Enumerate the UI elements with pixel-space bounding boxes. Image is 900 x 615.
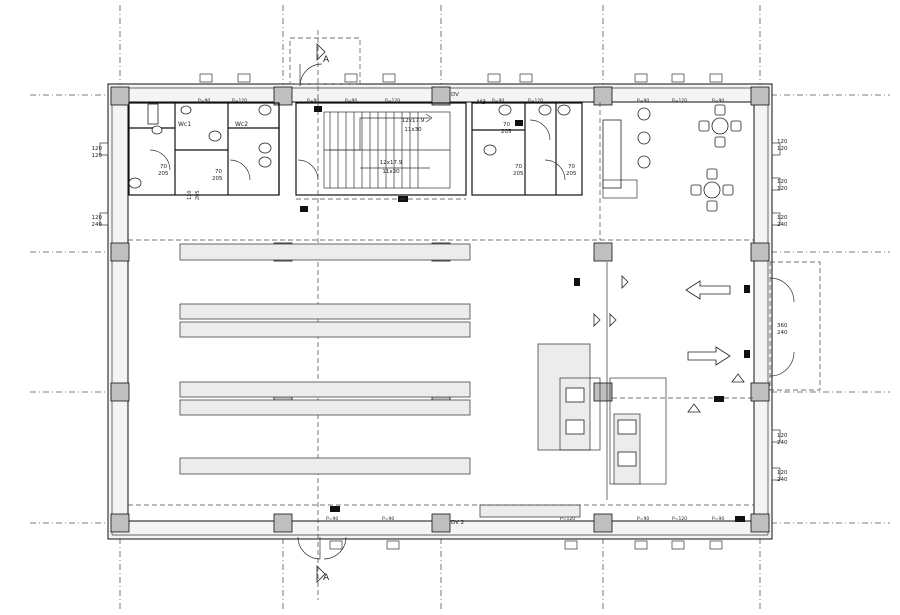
window-tag: P=90 bbox=[382, 516, 394, 522]
chair-icon bbox=[714, 136, 726, 148]
dim-left-a-bottom: 120 bbox=[92, 153, 103, 159]
cash-register-icon bbox=[617, 451, 637, 467]
wc-label-1: Wc1 bbox=[178, 121, 191, 128]
arrow-left-icon bbox=[685, 280, 731, 300]
arrow-right-icon bbox=[687, 346, 731, 366]
window-tag: P=90 bbox=[712, 516, 724, 522]
chair-icon bbox=[722, 184, 734, 196]
dim-right-c-top: 360 bbox=[777, 323, 788, 329]
window-tag: P=90 bbox=[637, 516, 649, 522]
door-dim-d2-bottom: 205 bbox=[212, 176, 223, 182]
shelving bbox=[179, 243, 581, 518]
dim-right-b3-top: 120 bbox=[777, 470, 788, 476]
table-icon bbox=[711, 117, 729, 135]
dim-right-b-top: 120 bbox=[777, 215, 788, 221]
dim-right-a-top: 120 bbox=[777, 139, 788, 145]
door-dim-d2-top: 70 bbox=[215, 169, 222, 175]
door-dim-d3-bottom: 205 bbox=[195, 190, 201, 200]
wc-label-2: Wc2 bbox=[235, 121, 248, 128]
window-tag: P=90 bbox=[637, 98, 649, 104]
dim-left-a-top: 120 bbox=[92, 146, 103, 152]
internal-dashed-lines bbox=[128, 102, 754, 506]
door-dim-d1-bottom: 205 bbox=[158, 171, 169, 177]
window-tag: P=90 bbox=[712, 98, 724, 104]
dim-right-b-bottom: 240 bbox=[777, 222, 788, 228]
stair-label-lower-2: 11x30 bbox=[382, 169, 400, 175]
door-dim-d6-top: 70 bbox=[568, 164, 575, 170]
window-tag: P=90 bbox=[198, 98, 210, 104]
dim-right-b3-bottom: 240 bbox=[777, 477, 788, 483]
service-label-2: DV 2 bbox=[451, 520, 464, 526]
cafe-area bbox=[602, 104, 742, 212]
dim-right-a2-top: 120 bbox=[777, 179, 788, 185]
dim-right-b2-top: 120 bbox=[777, 433, 788, 439]
cash-register-icon bbox=[565, 387, 585, 403]
washbasin-icon bbox=[557, 104, 571, 116]
toilet-icon bbox=[208, 130, 222, 142]
stool-icon bbox=[637, 155, 651, 169]
door-dim-d1-top: 70 bbox=[160, 164, 167, 170]
chair-icon bbox=[706, 168, 718, 180]
window-symbols bbox=[99, 73, 781, 550]
cash-register-icon bbox=[617, 419, 637, 435]
door-dim-d4-bottom: 205 bbox=[501, 129, 512, 135]
window-tag: P=90 bbox=[307, 98, 319, 104]
window-tag: P=90 bbox=[345, 98, 357, 104]
dim-right-a2-bottom: 120 bbox=[777, 186, 788, 192]
chair-icon bbox=[690, 184, 702, 196]
table-icon bbox=[703, 181, 721, 199]
stair: 12x17.9 11x30 12x17.9 11x30 bbox=[323, 111, 451, 189]
toilet-icon bbox=[538, 104, 552, 116]
window-tag: P=120 bbox=[232, 98, 247, 104]
window-tag: P=120 bbox=[385, 98, 400, 104]
wc-label-3: M3 bbox=[477, 99, 486, 106]
window-tag: P=90 bbox=[326, 516, 338, 522]
flow-arrows bbox=[685, 280, 731, 366]
stair-label-lower-1: 12x17.9 bbox=[380, 160, 403, 166]
stair-label-upper-1: 12x17.9 bbox=[402, 118, 425, 124]
interior-partitions bbox=[128, 102, 583, 196]
checkout-area bbox=[537, 262, 754, 500]
chair-icon bbox=[730, 120, 742, 132]
dim-right-b2-bottom: 240 bbox=[777, 440, 788, 446]
chair-icon bbox=[698, 120, 710, 132]
entrances: A A bbox=[289, 30, 821, 600]
door-dim-d4-top: 70 bbox=[503, 122, 510, 128]
stair-label-upper-2: 11x30 bbox=[404, 127, 422, 133]
stool-icon bbox=[637, 131, 651, 145]
window-tag: P=120 bbox=[672, 98, 687, 104]
door-dim-d5-bottom: 205 bbox=[513, 171, 524, 177]
door-dim-d3-top: 120 bbox=[187, 190, 193, 200]
window-tag: P=120 bbox=[560, 516, 575, 522]
toilet-icon bbox=[483, 144, 497, 156]
door-dim-d6-bottom: 205 bbox=[566, 171, 577, 177]
dimension-labels: 120 120 120 240 120 120 120 120 120 240 … bbox=[92, 139, 788, 483]
window-tag: P=120 bbox=[528, 98, 543, 104]
washbasin-icon bbox=[151, 125, 163, 135]
dim-left-b-bottom: 240 bbox=[92, 222, 103, 228]
chair-icon bbox=[706, 200, 718, 212]
sanitary-fixtures bbox=[128, 103, 571, 189]
door-dim-d5-top: 70 bbox=[515, 164, 522, 170]
dim-right-a-bottom: 120 bbox=[777, 146, 788, 152]
washbasin-icon bbox=[498, 104, 512, 116]
chair-icon bbox=[714, 104, 726, 116]
room-labels: Wc1 Wc2 M3 70 205 70 205 120 205 70 205 … bbox=[158, 92, 577, 526]
window-tag: P=120 bbox=[672, 516, 687, 522]
window-tags: P=90 P=120 P=90 P=90 P=120 P=90 P=120 P=… bbox=[198, 98, 724, 522]
dim-left-b-top: 120 bbox=[92, 215, 103, 221]
section-marker-bottom: A bbox=[323, 573, 330, 583]
washbasin-icon bbox=[258, 156, 272, 168]
washbasin-icon bbox=[180, 105, 192, 115]
toilet-icon bbox=[128, 177, 142, 189]
section-marker-top: A bbox=[323, 55, 330, 65]
cash-register-icon bbox=[565, 419, 585, 435]
service-label-1: DV bbox=[451, 92, 459, 98]
washbasin-icon bbox=[258, 142, 272, 154]
washbasin-icon bbox=[258, 104, 272, 116]
window-tag: P=90 bbox=[492, 98, 504, 104]
dim-right-c-bottom: 240 bbox=[777, 330, 788, 336]
stool-icon bbox=[637, 107, 651, 121]
